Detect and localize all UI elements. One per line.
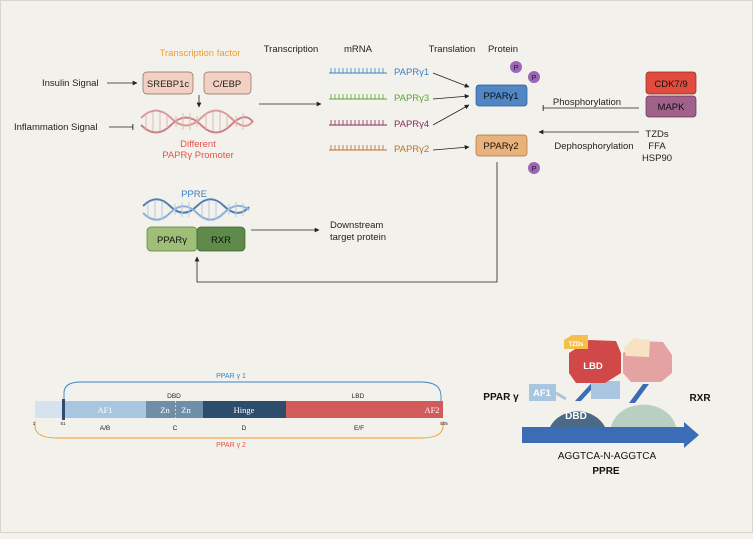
tzds-box — [564, 335, 588, 349]
phosphate-label-1: P — [513, 63, 518, 72]
promoter-dna-helix — [140, 109, 254, 134]
insulin-signal-label: Insulin Signal — [42, 78, 99, 89]
mrna-strand-g1 — [329, 68, 387, 74]
mrna-label-g1: PAPRγ1 — [394, 67, 429, 78]
phosphate-circle-3 — [528, 162, 540, 174]
dephosphorylation-label: Dephosphorylation — [554, 141, 633, 152]
return-path-arrow — [194, 162, 498, 283]
promoter-label-line2: PAPRγ Promoter — [162, 150, 234, 161]
dephos-agent-tzds: TZDs — [645, 129, 668, 140]
mrna-label-g3: PAPRγ3 — [394, 93, 429, 104]
ppre-element-label: PPRE — [592, 466, 620, 477]
ppre-sequence-label: AGGTCA-N-AGGTCA — [558, 451, 657, 462]
translation-arrow-g1 — [432, 72, 470, 88]
af1-box-label: AF1 — [533, 388, 552, 399]
lbd-top-label: LBD — [352, 393, 365, 400]
ppre-complex-illustration: DBD AF1 LBD TZDs PPAR γ RXR AGGTCA-N-AGG… — [483, 335, 711, 477]
cdk79-label: CDK7/9 — [654, 79, 687, 90]
isoform1-bracket — [63, 381, 442, 401]
pparg1-protein-box — [475, 84, 528, 107]
mrna-strand-g2 — [329, 145, 387, 151]
phosphate-label-2: P — [531, 73, 536, 82]
ppre-dna-helix — [142, 198, 250, 221]
linker-bar-right — [629, 384, 649, 403]
cdk79-box — [645, 71, 697, 95]
region-ab-label: A/B — [100, 425, 110, 432]
translation-arrow-g4 — [432, 104, 470, 126]
downstream-label-line1: Downstream — [330, 220, 383, 231]
promoter-label-line1: Different — [180, 139, 216, 150]
isoform2-bracket — [34, 421, 444, 439]
ppre-rxr-label: RXR — [211, 235, 231, 246]
rxr-dome — [611, 404, 676, 427]
header-transcription: Transcription — [264, 44, 319, 55]
cebp-box — [203, 71, 252, 95]
pparg1-protein-label: PPARγ1 — [483, 91, 518, 102]
pparg-lbd-shape — [569, 340, 621, 383]
phosphate-circle-2 — [528, 71, 540, 83]
domain-af1-label: AF1 — [97, 405, 112, 415]
pparg-lbd-label: LBD — [583, 361, 603, 372]
mrna-strand-g3 — [329, 94, 387, 100]
region-c-label: C — [173, 425, 178, 432]
phosphate-circle-1 — [510, 61, 522, 73]
domain-zn1-label: Zn — [160, 405, 170, 415]
dbd-dome — [550, 411, 605, 427]
cebp-label: C/EBP — [213, 79, 242, 90]
tzds-label: TZDs — [569, 342, 585, 348]
region-d-label: D — [242, 425, 247, 432]
rxr-af1-box — [591, 381, 620, 399]
downstream-label-line2: target protein — [330, 232, 386, 243]
srebp1c-box — [142, 71, 194, 95]
domain-hinge — [203, 401, 286, 418]
position-start: 1 — [33, 421, 36, 426]
region-ef-label: E/F — [354, 425, 364, 432]
srebp1c-label: SREBP1c — [147, 79, 189, 90]
position-51: 51 — [60, 421, 66, 426]
domain-prefix — [35, 401, 62, 418]
mapk-box — [645, 95, 697, 118]
ppre-label: PPRE — [181, 189, 207, 200]
domain-lbd — [286, 401, 443, 418]
domain-hinge-label: Hinge — [234, 405, 255, 415]
pparg2-protein-box — [475, 134, 528, 157]
domain-af2-label: AF2 — [424, 405, 439, 415]
ppre-pparg-label: PPARγ — [157, 235, 187, 246]
domain-af1 — [65, 401, 146, 418]
header-mrna: mRNA — [344, 44, 373, 55]
ppre-dna-arrow — [522, 422, 699, 448]
isoform1-label: PPAR γ 1 — [216, 373, 246, 380]
mrna-label-g4: PAPRγ4 — [394, 119, 429, 130]
af1-box — [529, 384, 556, 401]
header-protein: Protein — [488, 44, 518, 55]
phosphate-label-3: P — [531, 164, 536, 173]
ppre-rxr-box — [196, 226, 246, 252]
inflammation-signal-label: Inflammation Signal — [14, 122, 97, 133]
rxr-complex-label: RXR — [689, 393, 711, 404]
isoform2-label: PPAR γ 2 — [216, 442, 246, 449]
dephos-agent-hsp90: HSP90 — [642, 153, 672, 164]
domain-zn2-label: Zn — [181, 405, 191, 415]
translation-arrow-g2 — [432, 144, 470, 151]
translation-arrow-g3 — [432, 93, 470, 100]
pparg-complex-label: PPAR γ — [483, 392, 519, 403]
domain-zn1 — [146, 401, 176, 418]
domain-zn2 — [176, 401, 203, 418]
header-transcription-factor: Transcription factor — [160, 48, 241, 59]
mrna-strand-g4 — [329, 120, 387, 126]
position-end: 505 — [440, 421, 448, 426]
domain-marker-51 — [62, 399, 65, 420]
pparg2-protein-label: PPARγ2 — [483, 141, 518, 152]
phosphorylation-label: Phosphorylation — [553, 97, 621, 108]
dbd-top-label: DBD — [167, 393, 181, 400]
header-translation: Translation — [429, 44, 476, 55]
mapk-label: MAPK — [658, 102, 686, 113]
rxr-ligand-box — [624, 338, 650, 357]
dbd-dome-label: DBD — [565, 411, 587, 422]
mrna-label-g2: PAPRγ2 — [394, 144, 429, 155]
af1-connector — [555, 391, 567, 401]
dephos-agent-ffa: FFA — [648, 141, 666, 152]
